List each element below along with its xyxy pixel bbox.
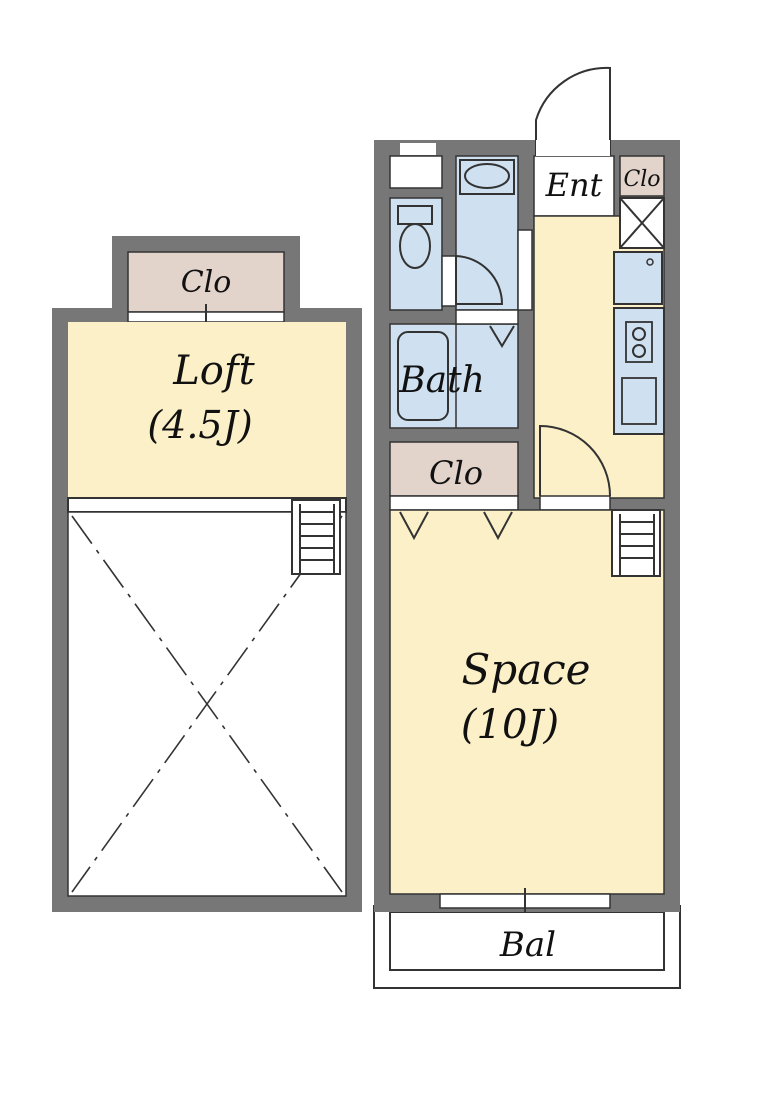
burner-icon <box>632 344 646 358</box>
closet-door-mark <box>399 511 429 541</box>
bath-label: Bath <box>398 360 485 401</box>
loft-level: Clo Loft (4.5J) <box>52 236 362 912</box>
kitchen-sink <box>613 251 663 305</box>
loft-floor <box>68 322 346 498</box>
bath-door-mark <box>489 325 515 348</box>
loft-size-label: (4.5J) <box>147 403 252 447</box>
entrance-label: Ent <box>545 166 603 204</box>
space-label: Space <box>461 645 590 694</box>
hall-door-swing <box>539 424 611 497</box>
balcony-label: Bal <box>499 925 556 965</box>
entrance-closet <box>619 155 665 197</box>
loft-ladder <box>291 499 341 575</box>
washroom-door-gap <box>441 255 457 307</box>
toilet-door-swing <box>455 255 504 305</box>
entrance-closet-label: Clo <box>623 167 660 192</box>
entrance-door-leaf <box>536 140 610 156</box>
burner-icon <box>632 327 646 341</box>
washer-space <box>389 155 443 189</box>
entrance <box>533 155 615 217</box>
space-size-label: (10J) <box>461 702 559 748</box>
faucet-icon <box>646 258 654 266</box>
counter-cabinet <box>621 377 657 425</box>
bathtub <box>397 331 449 421</box>
loft-label: Loft <box>172 348 255 394</box>
closet-door-mark <box>483 511 513 541</box>
fridge-space <box>619 197 665 249</box>
main-level: Ent Clo Bath Clo Space (10J) Bal <box>373 66 681 989</box>
void-diagonal <box>71 515 343 893</box>
loft-closet-label: Clo <box>181 265 232 300</box>
entrance-door-swing <box>535 66 611 156</box>
closet-door <box>389 495 519 511</box>
space-door-frame <box>539 495 611 511</box>
closet-label: Clo <box>429 454 483 492</box>
toilet-bowl <box>399 223 431 269</box>
washer-marker <box>400 143 436 155</box>
space-ladder <box>611 509 661 577</box>
toilet-tank <box>397 205 433 225</box>
bath-door-frame <box>455 309 519 325</box>
washroom-side-panel <box>517 229 533 311</box>
vanity-sink <box>464 163 510 189</box>
closet <box>389 441 519 497</box>
